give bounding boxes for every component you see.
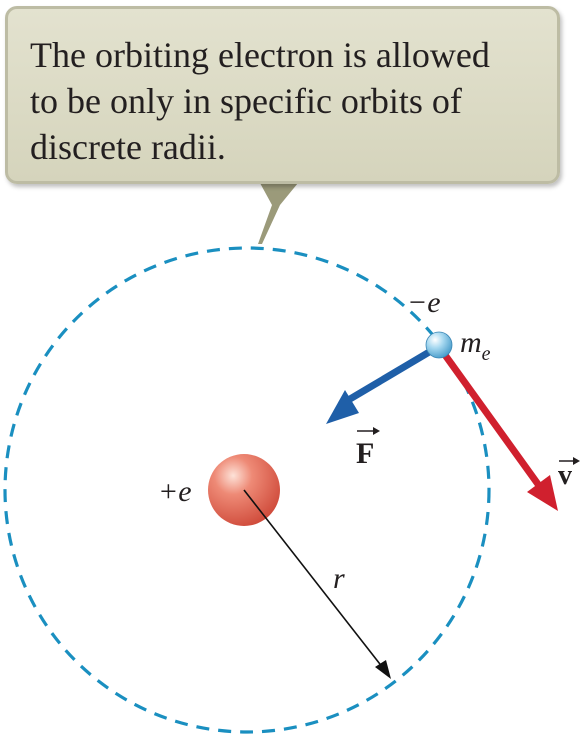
callout-line-1: The orbiting electron is allowed [30,35,490,75]
velocity-vector-overarrow-head [573,457,580,465]
electron-mass-symbol: m [460,326,482,359]
electron-orbit [3,246,491,734]
force-vector-label: F [356,427,380,470]
callout-line-2: to be only in specific orbits of [30,81,462,121]
force-arrow-shaft [348,344,438,403]
radius-arrowhead [375,660,391,679]
electron-mass-label: me [460,326,491,365]
velocity-arrowhead [527,475,558,511]
callout-box [5,6,560,184]
radius-line [243,489,384,669]
radius-label: r [333,562,345,595]
force-label: F [356,437,374,470]
callout-line-3: discrete radii. [30,127,226,167]
force-arrowhead [326,390,359,424]
nucleus-charge-label: +e [158,475,192,508]
velocity-label: v [558,460,572,491]
electron [425,331,453,359]
electron-charge-label: −e [407,286,441,319]
velocity-vector-label: v [558,457,580,491]
electron-mass-subscript: e [482,343,491,365]
force-vector-overarrow-head [373,427,380,435]
velocity-arrow-shaft [437,345,543,490]
callout-text: The orbiting electron is allowed to be o… [30,32,550,170]
callout-pointer [258,183,298,244]
